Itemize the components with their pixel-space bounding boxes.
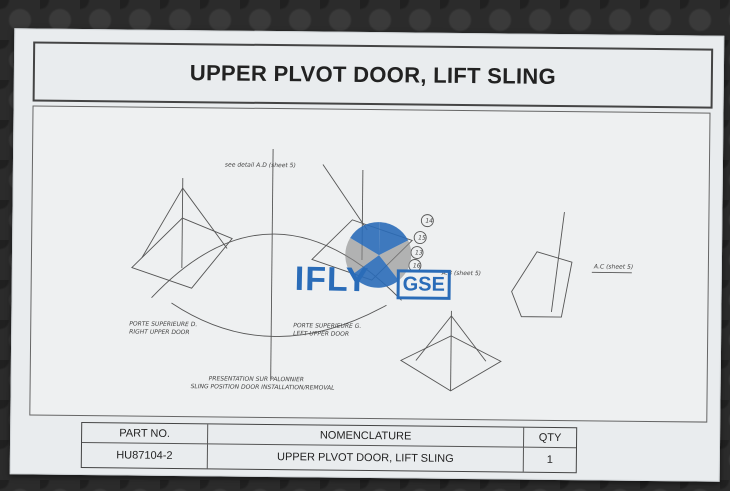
label-sheet: UPPER PLVOT DOOR, LIFT SLING: [9, 28, 725, 482]
right-door-en: RIGHT UPPER DOOR: [129, 329, 189, 337]
right-sling-leg: [322, 164, 368, 231]
part-table: PART NO. NOMENCLATURE QTY HU87104-2 UPPE…: [80, 422, 578, 474]
bottom-sling-leg: [415, 315, 452, 361]
fuselage-lower-arc: [171, 302, 387, 337]
callout-circle-14: [420, 214, 434, 228]
left-sling-line: [181, 178, 184, 269]
right-door-fr: PORTE SUPERIEURE D.: [129, 321, 197, 329]
presentation-fr: PRESENTATION SUR PALONNIER: [209, 375, 304, 383]
header-qty: QTY: [523, 427, 577, 449]
bottom-sling-line: [450, 310, 452, 391]
bottom-sling-leg-2: [451, 315, 487, 362]
cell-part-no: HU87104-2: [81, 443, 209, 469]
center-line: [270, 149, 274, 380]
callout-16: 16: [413, 262, 421, 269]
cell-qty: 1: [546, 453, 553, 466]
logo-text: IFLY: [294, 259, 370, 300]
see-detail-text: see detail A.D (sheet 5): [225, 162, 296, 170]
presentation-en: SLING POSITION DOOR INSTALLATION/REMOVAL: [191, 383, 335, 392]
callout-15: 15: [418, 235, 426, 242]
header-part-no: PART NO.: [82, 423, 209, 445]
title-box: UPPER PLVOT DOOR, LIFT SLING: [32, 41, 714, 109]
callout-13: 13: [415, 250, 423, 257]
logo-fan-icon: [345, 222, 412, 288]
cell-nomenclature: UPPER PLVOT DOOR, LIFT SLING: [207, 444, 524, 472]
callout-circle-15: [413, 231, 427, 245]
left-door-en: LEFT UPPER DOOR: [293, 330, 349, 338]
left-sling-leg: [141, 187, 184, 258]
bottom-sling-frame: [399, 335, 502, 392]
ref-ac-text: A.C (sheet 5): [593, 263, 633, 270]
side-sling: [550, 212, 565, 312]
side-door-outline: [511, 251, 573, 318]
logo-gse-badge: GSE: [396, 269, 452, 300]
left-door-outline: [131, 217, 233, 289]
technical-drawing: see detail A.D (sheet 5) 14 15 13 16 A.B…: [29, 105, 711, 423]
left-door-fr: PORTE SUPERIEURE G.: [293, 322, 361, 330]
callout-14: 14: [425, 218, 433, 225]
ref-ab-text: A.B (sheet 5): [441, 270, 481, 277]
sheet-title: UPPER PLVOT DOOR, LIFT SLING: [189, 60, 557, 89]
left-sling-leg-2: [182, 187, 228, 249]
